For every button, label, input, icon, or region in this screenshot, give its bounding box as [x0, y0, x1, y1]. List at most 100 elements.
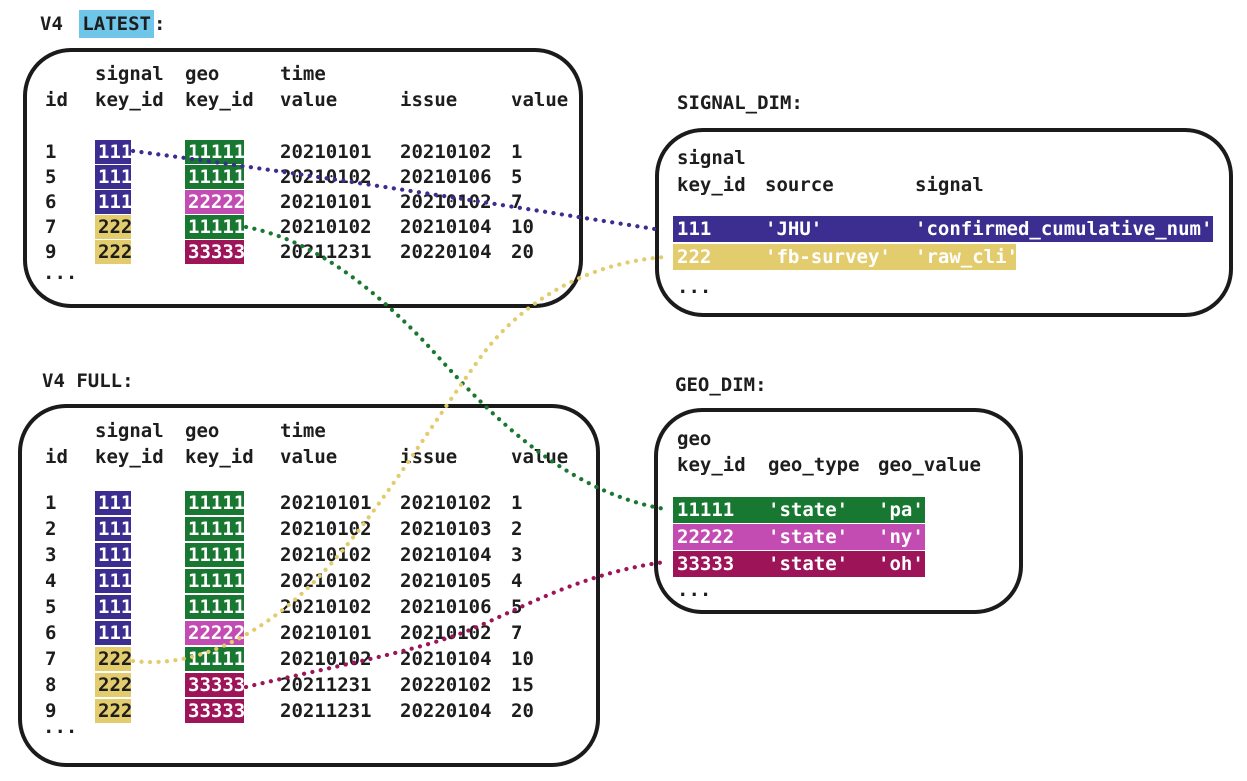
col-header-geo-key-id: key_id — [185, 89, 254, 111]
table-row: 7 222 11111 20210102 20210104 10 — [0, 647, 1247, 672]
table-row: 6 111 22222 20210101 20210102 7 — [0, 621, 1247, 646]
col-header-id: id — [45, 89, 68, 111]
cell-geo-key-id: 33333 — [185, 673, 245, 697]
geo-dim-title: GEO_DIM: — [675, 374, 767, 396]
v4-full-ellipsis: ... — [43, 716, 78, 738]
cell-source: 'JHU' — [765, 218, 823, 240]
geo-dim-ellipsis: ... — [677, 579, 712, 601]
cell-signal-key-id: 222 — [677, 246, 712, 268]
cell-value: 15 — [511, 674, 534, 696]
cell-geo-key-id: 11111 — [185, 647, 245, 671]
cell-issue: 20210102 — [400, 492, 492, 514]
cell-issue: 20210105 — [400, 570, 492, 592]
table-row: 4 111 11111 20210102 20210105 4 — [0, 569, 1247, 594]
cell-signal-key-id: 111 — [95, 165, 132, 189]
col-header-geo-key-id: key_id — [677, 454, 746, 476]
cell-geo-key-id: 11111 — [185, 491, 245, 515]
cell-value: 7 — [511, 622, 523, 644]
cell-time-value: 20210101 — [280, 492, 372, 514]
geo-dim-header-line1: geo — [0, 427, 1247, 450]
col-header-value: value — [511, 89, 569, 111]
cell-source: 'fb-survey' — [765, 246, 891, 268]
geo-dim-row-11111: 11111 'state' 'pa' — [673, 497, 925, 523]
cell-geo-key-id: 33333 — [677, 553, 735, 575]
col-header-source: source — [765, 174, 834, 196]
col-header-time: time — [280, 63, 326, 85]
col-header-signal-key-id: key_id — [95, 89, 164, 111]
col-header-geo: geo — [185, 63, 220, 85]
cell-signal-key-id: 111 — [95, 190, 132, 214]
signal-dim-row-111: 111 'JHU' 'confirmed_cumulative_num' — [673, 216, 1213, 242]
v4-latest-title: V4 LATEST: — [40, 10, 165, 38]
cell-time-value: 20210102 — [280, 596, 372, 618]
col-header-id: id — [45, 446, 68, 468]
cell-issue: 20210102 — [400, 622, 492, 644]
cell-time-value: 20211231 — [280, 674, 372, 696]
table-row: 9 222 33333 20211231 20220104 20 — [0, 240, 1247, 265]
cell-value: 20 — [511, 700, 534, 722]
cell-value: 5 — [511, 596, 523, 618]
cell-id: 6 — [45, 191, 57, 213]
cell-geo-type: 'state' — [768, 499, 849, 521]
col-header-signal-key-id: key_id — [677, 174, 746, 196]
cell-id: 7 — [45, 648, 57, 670]
cell-issue: 20220104 — [400, 700, 492, 722]
cell-geo-type: 'state' — [768, 553, 849, 575]
signal-dim-header-line2: key_id source signal — [0, 173, 1247, 196]
cell-time-value: 20210102 — [280, 518, 372, 540]
cell-signal-key-id: 222 — [95, 673, 132, 697]
v4-latest-ellipsis: ... — [43, 262, 78, 284]
geo-dim-header-line2: key_id geo_type geo_value — [0, 453, 1247, 476]
col-header-geo-type: geo_type — [768, 454, 860, 476]
cell-signal-key-id: 111 — [95, 595, 132, 619]
signal-dim-header-line1: signal — [0, 146, 1247, 169]
cell-geo-key-id: 11111 — [677, 499, 735, 521]
cell-signal-name: 'confirmed_cumulative_num' — [915, 218, 1213, 240]
signal-dim-ellipsis: ... — [677, 276, 712, 298]
table-row: 8 222 33333 20211231 20220102 15 — [0, 673, 1247, 698]
col-header-signal: signal — [677, 147, 746, 169]
cell-geo-key-id: 11111 — [185, 517, 245, 541]
signal-dim-title: SIGNAL_DIM: — [677, 92, 803, 114]
cell-time-value: 20210102 — [280, 544, 372, 566]
cell-time-value: 20211231 — [280, 241, 372, 263]
cell-time-value: 20211231 — [280, 700, 372, 722]
cell-id: 6 — [45, 622, 57, 644]
cell-id: 1 — [45, 141, 57, 163]
cell-id: 7 — [45, 216, 57, 238]
cell-id: 8 — [45, 674, 57, 696]
cell-id: 4 — [45, 570, 57, 592]
cell-signal-key-id: 111 — [95, 517, 132, 541]
col-header-time-value: value — [280, 89, 338, 111]
cell-signal-key-id: 111 — [95, 621, 132, 645]
cell-issue: 20210104 — [400, 648, 492, 670]
cell-value: 10 — [511, 216, 534, 238]
table-row: 2 111 11111 20210102 20210103 2 — [0, 517, 1247, 542]
cell-id: 9 — [45, 700, 57, 722]
cell-signal-key-id: 111 — [95, 543, 132, 567]
cell-id: 3 — [45, 544, 57, 566]
cell-issue: 20220104 — [400, 241, 492, 263]
col-header-geo-value: geo_value — [878, 454, 981, 476]
cell-geo-key-id: 11111 — [185, 215, 245, 239]
cell-id: 5 — [45, 166, 57, 188]
cell-id: 2 — [45, 518, 57, 540]
cell-value: 20 — [511, 241, 534, 263]
cell-signal-key-id: 111 — [677, 218, 712, 240]
v4-latest-title-prefix: V4 — [40, 13, 75, 35]
cell-id: 9 — [45, 241, 57, 263]
cell-time-value: 20210102 — [280, 648, 372, 670]
table-row: 1 111 11111 20210101 20210102 1 — [0, 491, 1247, 516]
cell-id: 1 — [45, 492, 57, 514]
cell-time-value: 20210102 — [280, 570, 372, 592]
cell-signal-name: 'raw_cli' — [915, 246, 1018, 268]
cell-signal-key-id: 222 — [95, 240, 132, 264]
col-header-signal: signal — [95, 63, 164, 85]
cell-issue: 20220102 — [400, 674, 492, 696]
col-header-geo: geo — [677, 428, 712, 450]
cell-issue: 20210104 — [400, 544, 492, 566]
v4-full-title: V4 FULL: — [42, 370, 134, 392]
v4-latest-header-line1: signal geo time — [0, 62, 1247, 85]
cell-geo-key-id: 11111 — [185, 595, 245, 619]
cell-issue: 20210104 — [400, 216, 492, 238]
